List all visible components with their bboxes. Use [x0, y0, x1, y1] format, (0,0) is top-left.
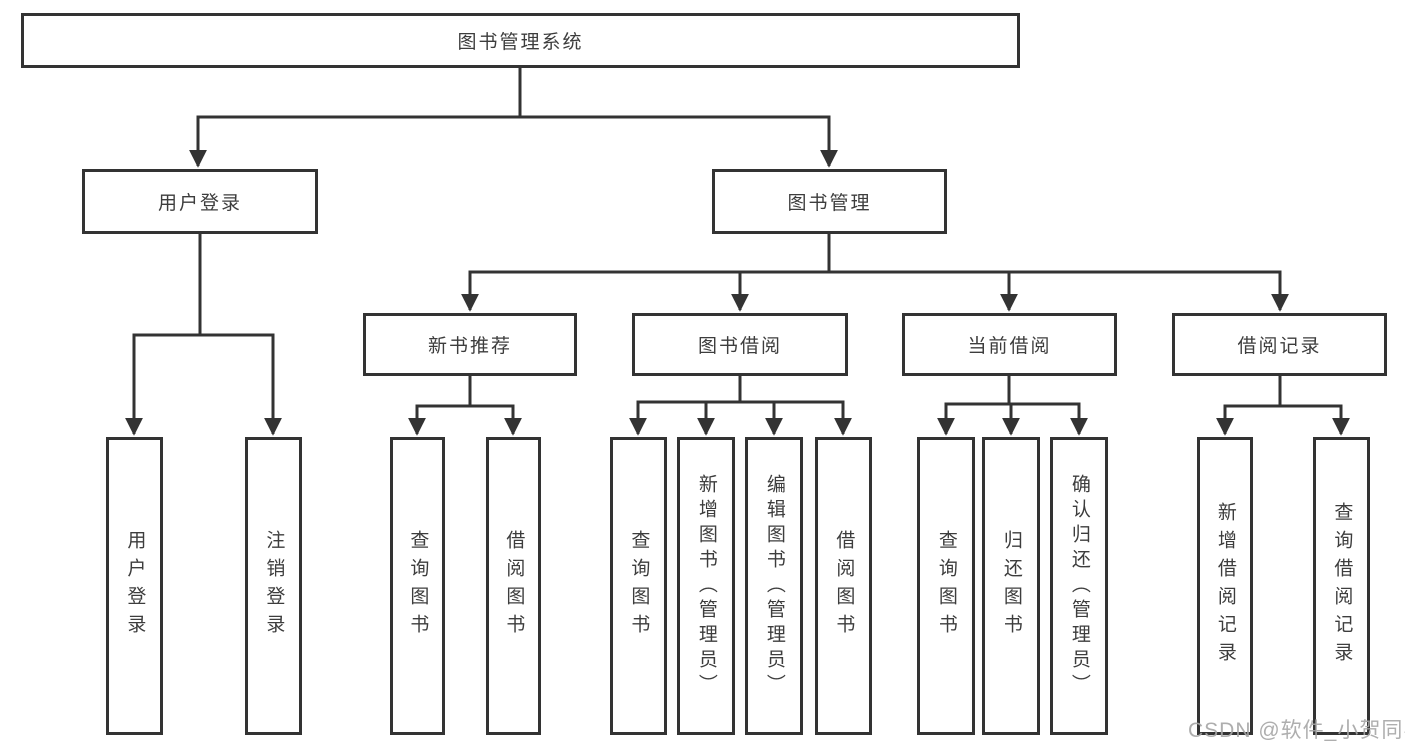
leaf-query-borrow-record: 查询借阅记录 — [1313, 437, 1370, 735]
leaf-query-books-borrowing-label: 查询图书 — [628, 530, 650, 642]
leaf-add-books-admin-label: 新增图书（管理员） — [695, 473, 717, 699]
leaf-user-login-label: 用户登录 — [124, 530, 146, 642]
node-library-system: 图书管理系统 — [21, 13, 1020, 68]
node-borrowing-records: 借阅记录 — [1172, 313, 1387, 376]
leaf-return-books: 归还图书 — [982, 437, 1040, 735]
leaf-borrow-books-borrowing-label: 借阅图书 — [833, 530, 855, 642]
leaf-confirm-return-admin: 确认归还（管理员） — [1050, 437, 1108, 735]
leaf-borrow-books-recommend-label: 借阅图书 — [503, 530, 525, 642]
leaf-logout-login-label: 注销登录 — [263, 530, 285, 642]
node-current-borrowing: 当前借阅 — [902, 313, 1117, 376]
leaf-add-borrow-record: 新增借阅记录 — [1197, 437, 1253, 735]
node-book-borrowing: 图书借阅 — [632, 313, 848, 376]
node-book-management: 图书管理 — [712, 169, 947, 234]
leaf-return-books-label: 归还图书 — [1000, 530, 1022, 642]
leaf-borrow-books-recommend: 借阅图书 — [486, 437, 541, 735]
leaf-add-books-admin: 新增图书（管理员） — [677, 437, 735, 735]
leaf-logout-login: 注销登录 — [245, 437, 302, 735]
leaf-confirm-return-admin-label: 确认归还（管理员） — [1068, 473, 1090, 699]
leaf-user-login: 用户登录 — [106, 437, 163, 735]
node-user-login: 用户登录 — [82, 169, 318, 234]
leaf-borrow-books-borrowing: 借阅图书 — [815, 437, 872, 735]
leaf-edit-books-admin-label: 编辑图书（管理员） — [763, 473, 785, 699]
leaf-add-borrow-record-label: 新增借阅记录 — [1214, 502, 1236, 670]
leaf-query-books-recommend-label: 查询图书 — [407, 530, 429, 642]
leaf-query-books-current: 查询图书 — [917, 437, 975, 735]
leaf-query-books-recommend: 查询图书 — [390, 437, 445, 735]
leaf-query-borrow-record-label: 查询借阅记录 — [1331, 502, 1353, 670]
node-new-book-recommend: 新书推荐 — [363, 313, 577, 376]
watermark: CSDN @软件_小贺同学 — [1188, 719, 1405, 742]
leaf-edit-books-admin: 编辑图书（管理员） — [745, 437, 803, 735]
leaf-query-books-current-label: 查询图书 — [935, 530, 957, 642]
leaf-query-books-borrowing: 查询图书 — [610, 437, 667, 735]
